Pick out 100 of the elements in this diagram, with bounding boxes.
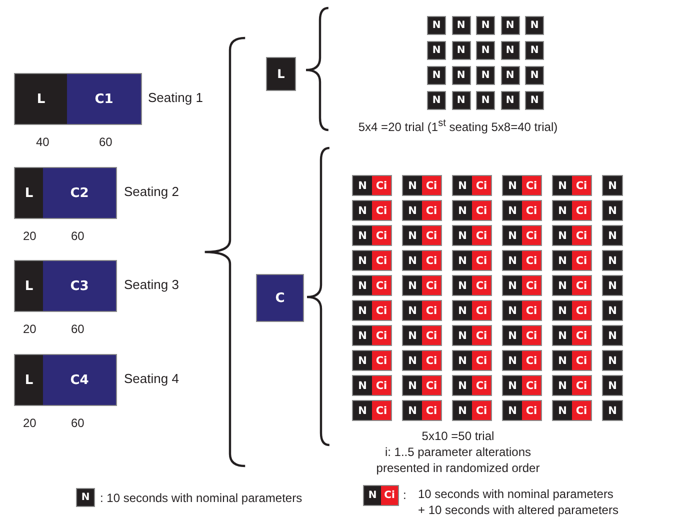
altered-segment: Ci (472, 251, 491, 270)
nominal-tile: N (502, 92, 518, 109)
nominal-segment: N (453, 301, 472, 320)
nominal-segment: N (553, 401, 572, 420)
altered-segment: Ci (572, 226, 591, 245)
altered-segment: Ci (372, 351, 391, 370)
nominal-tile: N (477, 92, 494, 109)
nominal-tile: N (452, 17, 470, 34)
nominal-segment: N (453, 226, 472, 245)
trial-pair (553, 226, 591, 245)
trial-pair (503, 401, 541, 420)
nominal-segment: N (403, 176, 422, 195)
altered-segment: Ci (372, 326, 391, 345)
trial-pair (553, 276, 591, 295)
altered-segment: Ci (422, 376, 441, 395)
nominal-segment: N (353, 351, 372, 370)
nominal-segment: N (453, 326, 472, 345)
nominal-tile: N (428, 92, 445, 109)
trial-pair (553, 176, 591, 195)
altered-segment: Ci (422, 226, 441, 245)
altered-segment: Ci (572, 201, 591, 220)
trial-pair (403, 276, 441, 295)
trial-pair (403, 301, 441, 320)
trial-pair (353, 176, 391, 195)
order-note: i: 1..5 parameter alterations presented in randomized order (375, 444, 541, 476)
nominal-tile: N (452, 92, 470, 109)
nominal-segment: N (553, 376, 572, 395)
altered-segment: Ci (522, 401, 541, 420)
seating-label: Seating 2 (124, 184, 179, 200)
nominal-segment: N (403, 226, 422, 245)
nominal-segment: N (403, 351, 422, 370)
nominal-tile: N (603, 201, 622, 220)
nominal-segment: N (453, 376, 472, 395)
nominal-segment: N (353, 226, 372, 245)
nominal-segment: N (453, 351, 472, 370)
altered-segment: Ci (472, 176, 491, 195)
altered-segment: Ci (472, 376, 491, 395)
nominal-segment: N (353, 301, 372, 320)
trial-pair (453, 351, 491, 370)
nominal-segment: N (453, 201, 472, 220)
nominal-tile: N (603, 301, 622, 320)
nominal-segment: N (403, 326, 422, 345)
nominal-segment: N (353, 401, 372, 420)
nominal-segment: N (503, 251, 522, 270)
nominal-tile: N (428, 67, 445, 84)
nominal-segment: N (553, 176, 572, 195)
seating-bar (15, 355, 116, 405)
trial-pair (353, 376, 391, 395)
trial-pair (503, 376, 541, 395)
trial-pair (453, 301, 491, 320)
condition-segment: C3 (43, 261, 116, 311)
condition-segment: C4 (43, 355, 116, 405)
nominal-tile: N (477, 67, 494, 84)
nominal-segment: N (453, 276, 472, 295)
trial-pair (503, 201, 541, 220)
seating-bar (15, 74, 141, 124)
nominal-segment: N (503, 176, 522, 195)
trial-pair (503, 176, 541, 195)
nominal-tile: N (603, 251, 622, 270)
nominal-segment: N (353, 201, 372, 220)
altered-segment: Ci (422, 401, 441, 420)
trial-pair (403, 176, 441, 195)
altered-segment: Ci (422, 251, 441, 270)
duration-label: 20 (23, 321, 36, 337)
trial-pair (453, 401, 491, 420)
altered-segment: Ci (472, 401, 491, 420)
altered-segment: Ci (522, 201, 541, 220)
duration-label: 60 (99, 134, 112, 150)
nominal-tile: N (603, 351, 622, 370)
nominal-tile: N (502, 67, 518, 84)
altered-segment: Ci (372, 276, 391, 295)
altered-segment: Ci (572, 276, 591, 295)
nominal-tile: N (603, 376, 622, 395)
nominal-tile: N (603, 276, 622, 295)
trial-count-note: 5x10 =50 trial (420, 428, 496, 444)
seating-label: Seating 1 (148, 90, 203, 106)
lead-segment: L (15, 74, 67, 124)
nominal-tile: N (526, 42, 543, 59)
nominal-tile: N (502, 17, 518, 34)
nominal-segment: N (353, 326, 372, 345)
nominal-tile: N (477, 42, 494, 59)
altered-segment: Ci (372, 226, 391, 245)
trial-pair (353, 401, 391, 420)
altered-segment: Ci (372, 251, 391, 270)
altered-segment: Ci (372, 301, 391, 320)
nominal-segment: N (503, 301, 522, 320)
altered-segment: Ci (572, 251, 591, 270)
nominal-segment: N (553, 251, 572, 270)
trial-pair (353, 276, 391, 295)
altered-segment: Ci (472, 226, 491, 245)
trial-pair (453, 226, 491, 245)
nominal-segment: N (503, 201, 522, 220)
altered-segment: Ci (422, 301, 441, 320)
nominal-segment: N (503, 326, 522, 345)
trial-pair (403, 351, 441, 370)
trial-pair (503, 226, 541, 245)
nominal-tile: N (77, 489, 94, 506)
nominal-segment: N (403, 376, 422, 395)
trial-pair (503, 301, 541, 320)
trial-pair (403, 201, 441, 220)
